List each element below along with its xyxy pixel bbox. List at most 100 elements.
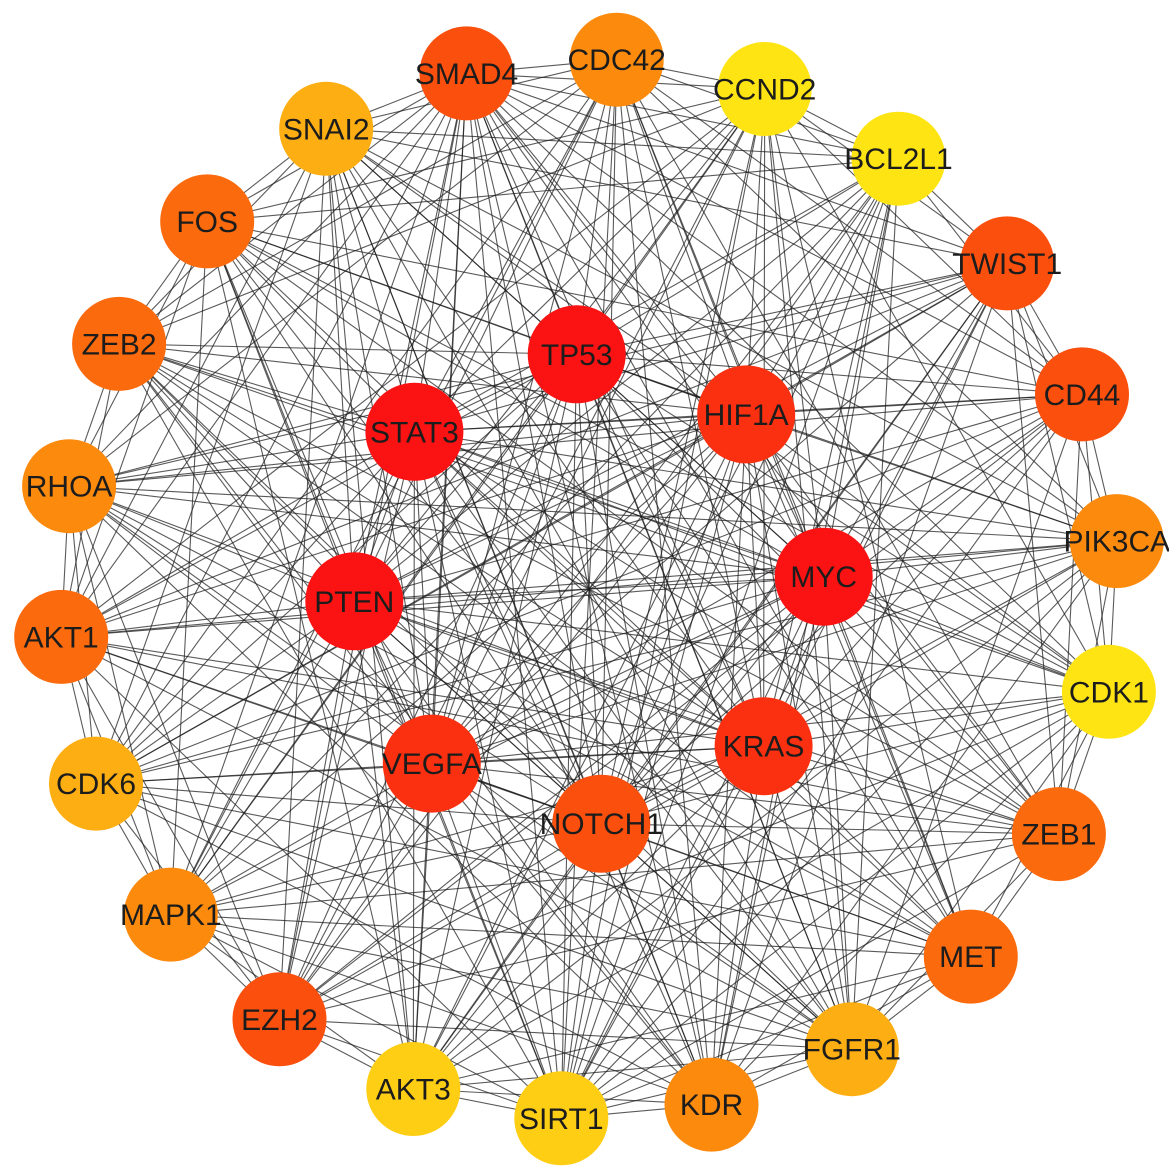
edge-mapk1-smad4 [170, 73, 468, 915]
node-label: FOS [176, 206, 238, 239]
edge-vegfa-zeb1 [431, 763, 1059, 835]
edge-kras-sirt1 [560, 745, 765, 1119]
edge-cdk1-fgfr1 [851, 691, 1110, 1050]
edge-vegfa-mapk1 [170, 763, 433, 916]
edge-met-cdk6 [95, 783, 971, 958]
node-circle [279, 81, 374, 176]
edge-twist1-akt3 [412, 263, 1008, 1090]
node-circle [960, 216, 1055, 311]
edge-fgfr1-zeb2 [118, 343, 853, 1050]
node-tp53: TP53 [527, 305, 626, 404]
edge-tp53-rhoa [68, 353, 577, 487]
edge-notch1-cdc42 [600, 59, 618, 824]
node-label: EZH2 [241, 1004, 318, 1037]
node-label: BCL2L1 [844, 143, 952, 176]
node-circle [1035, 347, 1129, 442]
edge-cd44-rhoa [69, 393, 1083, 487]
edge-met-mapk1 [170, 914, 971, 958]
edge-sirt1-mapk1 [170, 914, 562, 1119]
edge-tp53-kdr [576, 354, 713, 1105]
node-circle [1069, 494, 1164, 589]
edge-sirt1-fos [206, 221, 562, 1119]
edge-kras-mapk1 [170, 745, 764, 916]
edge-notch1-mapk1 [170, 823, 602, 916]
edge-mapk1-fos [170, 221, 208, 915]
edge-stat3-mapk1 [170, 431, 415, 915]
node-circle [697, 365, 796, 464]
node-fos: FOS [160, 174, 255, 269]
node-label: ZEB2 [82, 328, 157, 361]
edge-pten-zeb2 [118, 343, 355, 602]
node-circle [22, 439, 117, 534]
node-pik3ca: PIK3CA [1063, 494, 1169, 589]
node-circle [714, 697, 813, 796]
edge-cdk6-smad4 [95, 73, 467, 784]
node-label: MET [939, 941, 1002, 974]
edge-pten-rhoa [68, 485, 355, 602]
edge-tp53-twist1 [576, 262, 1008, 355]
node-circle [123, 867, 218, 962]
node-label: NOTCH1 [540, 808, 663, 841]
node-hif1a: HIF1A [697, 365, 796, 464]
node-fgfr1: FGFR1 [803, 1002, 901, 1097]
edge-bcl2l1-snai2 [326, 128, 899, 160]
node-label: CCND2 [713, 74, 816, 107]
edge-vegfa-bcl2l1 [431, 158, 899, 764]
edge-pik3ca-sirt1 [560, 540, 1118, 1119]
edge-notch1-pik3ca [601, 540, 1118, 825]
edge-twist1-smad4 [466, 72, 1008, 264]
edge-kras-smad4 [465, 73, 765, 747]
edge-kras-snai2 [325, 128, 765, 747]
edge-notch1-rhoa [68, 485, 602, 825]
edge-tp53-bcl2l1 [576, 158, 899, 355]
edge-tp53-met [576, 353, 972, 957]
edge-cd44-fos [207, 220, 1083, 395]
node-label: PTEN [314, 586, 394, 619]
node-circle [851, 111, 946, 206]
node-circle [664, 1057, 759, 1152]
node-label: CDC42 [568, 44, 666, 77]
node-label: CD44 [1044, 379, 1121, 412]
edge-twist1-akt1 [60, 262, 1008, 638]
edge-kdr-mapk1 [170, 914, 712, 1106]
node-label: CDK1 [1069, 676, 1149, 709]
node-cd44: CD44 [1035, 347, 1129, 442]
edge-fgfr1-akt3 [413, 1048, 852, 1090]
edge-fgfr1-cdk6 [95, 783, 852, 1050]
edge-ccnd2-cd44 [764, 88, 1083, 395]
edge-hif1a-akt1 [61, 413, 747, 638]
node-circle [527, 305, 626, 404]
edge-notch1-ezh2 [279, 823, 602, 1020]
edge-stat3-cdk6 [95, 431, 415, 784]
edge-akt1-smad4 [60, 73, 467, 638]
edge-myc-fos [206, 220, 824, 578]
edge-twist1-cdk1 [1006, 263, 1110, 692]
edge-akt1-fos [60, 221, 208, 638]
node-vegfa: VEGFA [382, 714, 482, 813]
edge-tp53-sirt1 [560, 354, 578, 1119]
node-akt3: AKT3 [366, 1042, 461, 1136]
edge-vegfa-pik3ca [431, 540, 1117, 765]
node-kdr: KDR [664, 1057, 759, 1152]
edge-stat3-rhoa [69, 431, 415, 487]
edge-stat3-smad4 [413, 73, 468, 432]
edge-myc-zeb1 [823, 576, 1060, 835]
node-sirt1: SIRT1 [514, 1071, 609, 1166]
edge-vegfa-cdk6 [95, 763, 432, 785]
node-pten: PTEN [305, 552, 404, 651]
node-label: RHOA [26, 471, 113, 504]
edge-kdr-rhoa [68, 485, 712, 1105]
edge-notch1-cdk6 [95, 783, 602, 825]
edge-hif1a-akt3 [412, 414, 747, 1090]
edge-cdk6-snai2 [95, 128, 327, 784]
edge-tp53-cdk1 [576, 353, 1110, 693]
edge-stat3-zeb2 [118, 343, 415, 433]
node-circle [804, 1002, 899, 1097]
node-label: KRAS [723, 731, 805, 764]
edge-myc-mapk1 [170, 576, 824, 916]
node-circle [232, 972, 327, 1067]
node-akt1: AKT1 [14, 589, 109, 684]
edge-kras-cdk1 [763, 691, 1109, 747]
edge-myc-bcl2l1 [823, 158, 900, 577]
